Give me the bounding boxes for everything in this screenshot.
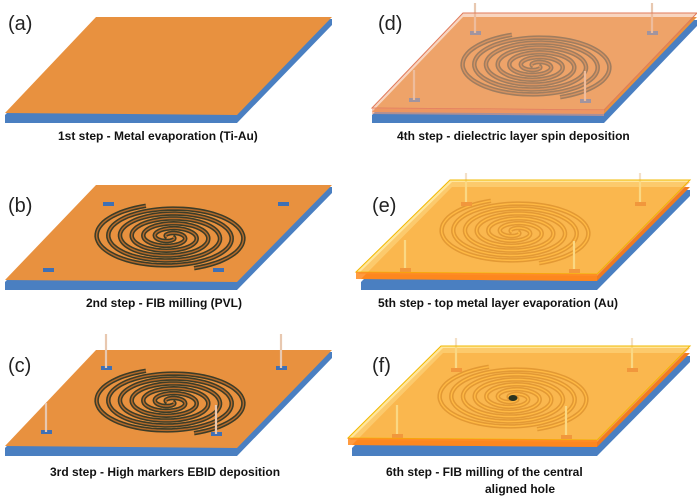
panel-b-marker xyxy=(278,202,289,206)
panel-a: (a) 1st step - Metal evaporation (Ti-Au) xyxy=(5,13,332,143)
panel-a-metal-layer xyxy=(5,17,332,115)
panel-b-letter: (b) xyxy=(8,195,32,217)
panel-e-gold-layer xyxy=(354,179,692,275)
panel-e-caption: 5th step - top metal layer evaporation (… xyxy=(378,296,618,310)
panel-f: (f) 6th step - FIB milling of the centra… xyxy=(346,338,692,496)
panel-d-letter: (d) xyxy=(378,13,402,35)
panel-f-caption-line-1: 6th step - FIB milling of the central xyxy=(386,465,583,479)
panel-d: (d) 4th step - dielectric layer spin dep… xyxy=(370,3,697,143)
panel-d-dielectric-top xyxy=(370,12,697,111)
panel-c: (c) 3rd step - High markers EBID deposit… xyxy=(5,334,332,479)
panel-e-gold-side xyxy=(356,272,597,281)
panel-f-gold-side xyxy=(348,438,597,447)
panel-f-gold-layer xyxy=(346,345,692,441)
panel-b-caption: 2nd step - FIB milling (PVL) xyxy=(86,296,242,310)
panel-b: (b) 2nd step - FIB milling (PVL) xyxy=(5,185,332,310)
panel-b-marker xyxy=(213,268,224,272)
panel-b-marker xyxy=(43,268,54,272)
panel-c-spiral-inner xyxy=(95,370,245,434)
panel-c-letter: (c) xyxy=(8,355,31,377)
panel-e-letter: (e) xyxy=(372,195,396,217)
panel-a-caption: 1st step - Metal evaporation (Ti-Au) xyxy=(58,129,258,143)
panel-b-spiral-inner xyxy=(95,205,245,269)
panel-d-dielectric-side xyxy=(372,108,604,116)
panel-f-caption-line-2: aligned hole xyxy=(485,482,555,496)
panel-c-caption: 3rd step - High markers EBID deposition xyxy=(50,465,280,479)
panel-e: (e) 5th step - top metal layer evaporati… xyxy=(354,173,692,310)
panel-f-central-hole xyxy=(508,395,518,401)
panel-f-letter: (f) xyxy=(372,355,391,377)
panel-a-letter: (a) xyxy=(8,13,32,35)
panel-d-caption: 4th step - dielectric layer spin deposit… xyxy=(397,129,630,143)
panel-b-marker xyxy=(103,202,114,206)
